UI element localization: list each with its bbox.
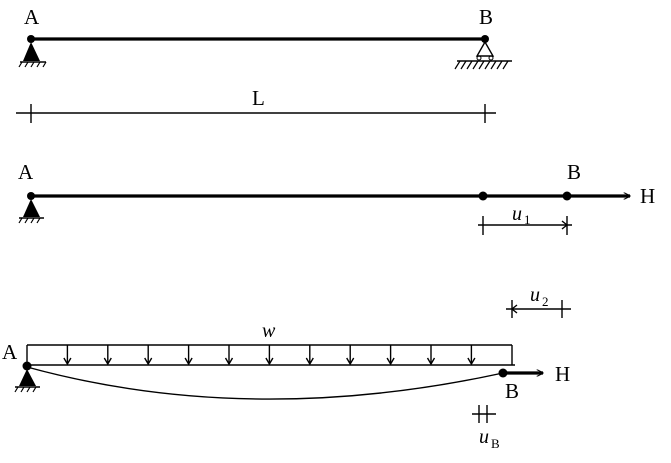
load-arrow-head: [467, 357, 476, 366]
deflected-beam: [26, 366, 504, 400]
span-label: L: [252, 86, 265, 110]
load-arrow-head: [346, 357, 355, 366]
disp-u2-label: u: [530, 284, 540, 306]
force-label-middle: H: [640, 184, 655, 208]
node-a-middle: [27, 192, 35, 200]
roller-support-b-top: [454, 40, 512, 70]
disp-u1-subscript: 1: [524, 212, 531, 227]
load-arrow-head: [224, 357, 234, 366]
label-b-middle: B: [567, 160, 581, 184]
disp-u2-subscript: 2: [542, 294, 549, 309]
pin-support-a-middle: [18, 199, 44, 224]
pin-support-a-top: [18, 42, 47, 68]
disp-ub-subscript: B: [491, 436, 500, 451]
pin-support-a-bottom: [14, 369, 40, 393]
label-b-top: B: [479, 5, 493, 29]
panel-distributed-load: u 2 w A H B: [2, 284, 571, 451]
label-a-top: A: [24, 5, 40, 29]
dimension-u2: [506, 300, 571, 318]
label-a-middle: A: [18, 160, 34, 184]
node-b-top: [481, 35, 489, 43]
label-b-bottom: B: [505, 379, 519, 403]
dimension-ub: [472, 405, 496, 423]
load-label: w: [262, 320, 276, 342]
node-original-b-middle: [478, 191, 488, 201]
load-arrow-head: [265, 357, 274, 366]
node-a-top: [27, 35, 35, 43]
node-a-bottom: [22, 361, 32, 371]
load-arrow-head: [426, 357, 436, 366]
load-arrow-head: [63, 357, 72, 366]
disp-ub-label: u: [479, 426, 489, 448]
load-arrow-head: [144, 357, 153, 366]
load-arrow-head: [184, 357, 193, 366]
disp-u1-label: u: [512, 203, 522, 225]
load-arrow-head: [386, 357, 395, 366]
panel-axial-force: A B H u 1: [18, 160, 655, 235]
label-a-bottom: A: [2, 340, 18, 364]
node-b-middle: [562, 191, 572, 201]
dimension-u1: [478, 216, 572, 235]
distributed-load-arrows: [24, 344, 515, 366]
load-arrow-head: [305, 357, 314, 366]
load-arrow-head: [103, 357, 112, 366]
dimension-l: [16, 104, 496, 123]
node-b-bottom: [498, 368, 508, 378]
force-label-bottom: H: [555, 362, 570, 386]
panel-simply-supported-beam: A B: [16, 5, 512, 123]
